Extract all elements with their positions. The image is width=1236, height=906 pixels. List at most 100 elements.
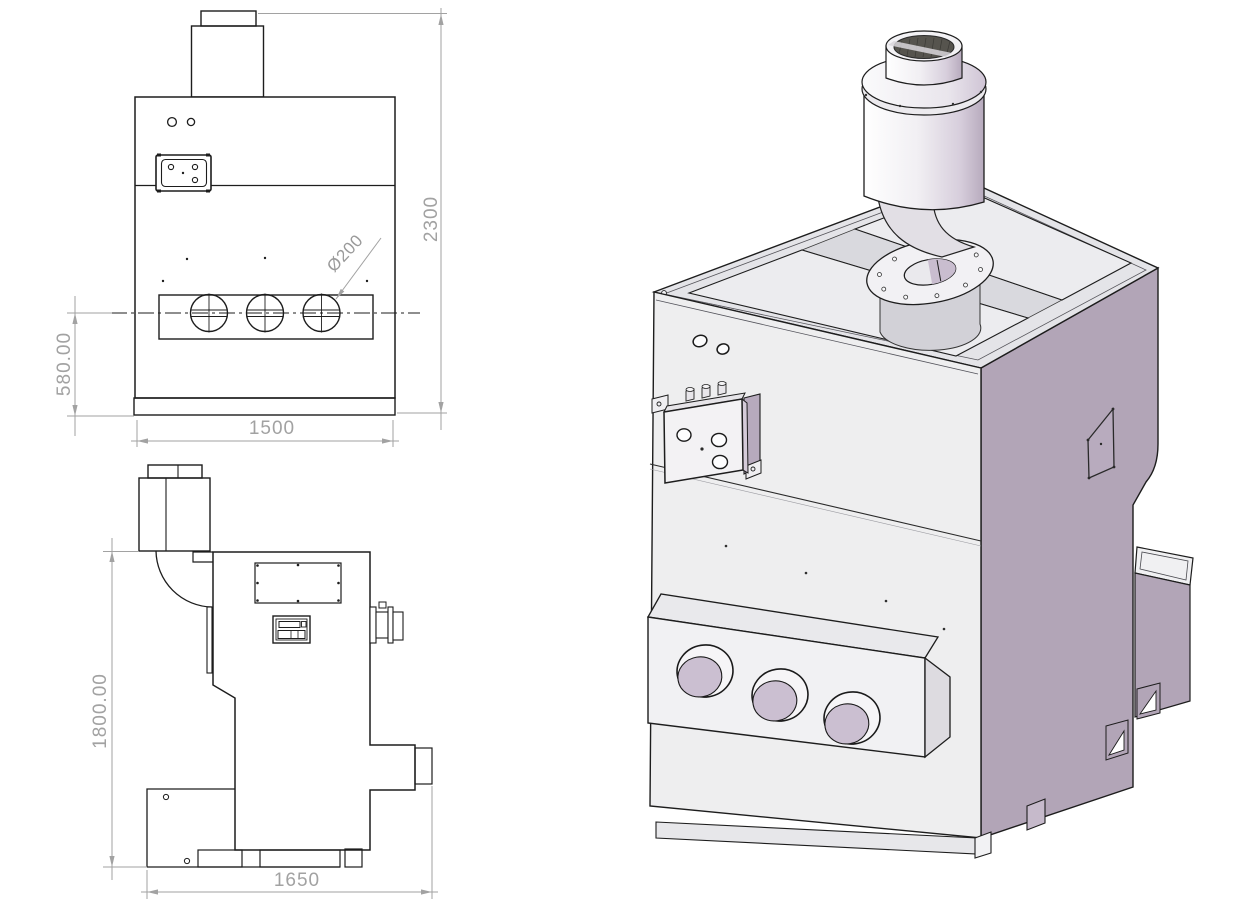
- connector-plate: [369, 606, 377, 644]
- dim-front-width-label: 1500: [249, 418, 295, 439]
- mesh-highlight: [888, 41, 952, 57]
- screw-dot: [1112, 465, 1116, 469]
- front-datum-dots: [161, 256, 369, 283]
- elbow-curve: [155, 550, 213, 608]
- dimension-side-depth: 1650: [141, 786, 438, 899]
- datum-dot: [942, 627, 946, 631]
- dim-arrow-down: [72, 405, 78, 416]
- screw-dot: [256, 599, 259, 602]
- panel-button: [191, 163, 199, 171]
- bolt-hole: [903, 294, 909, 300]
- gland-top: [701, 384, 711, 389]
- exhaust-elbow: [877, 197, 977, 258]
- dim-arrow-down: [438, 402, 444, 413]
- flange-tick: [898, 104, 902, 108]
- deck-edge-line: [655, 299, 979, 375]
- dim-arrow-right: [421, 889, 432, 895]
- datum-dot: [161, 279, 165, 283]
- side-exhaust-duct: [138, 477, 211, 552]
- connector-block: [375, 611, 389, 639]
- front-base-strip: [133, 397, 396, 416]
- dimension-front-axis-height: 580.00: [54, 296, 134, 436]
- datum-dot: [185, 257, 189, 261]
- screw-dot: [296, 599, 300, 603]
- port-bore: [824, 703, 870, 745]
- datum-dot: [263, 256, 267, 260]
- plate-hole: [162, 793, 170, 801]
- datum-dot: [884, 599, 888, 603]
- datum-dot: [804, 571, 808, 575]
- control-box-display: [278, 621, 301, 628]
- dust-bin: [1105, 546, 1194, 761]
- bolt-hole: [881, 286, 887, 292]
- hole-shade: [927, 258, 956, 285]
- panel-tab: [206, 153, 210, 157]
- front-exhaust-cap: [200, 10, 257, 27]
- bin-foot-notch: [1107, 729, 1125, 756]
- dim-arrow-right: [382, 438, 393, 444]
- ear-hole: [750, 466, 756, 472]
- dim-arrow-up: [72, 313, 78, 324]
- front-hole-left: [166, 116, 178, 128]
- screw-dot: [256, 581, 259, 585]
- screw-dot: [256, 564, 259, 567]
- dim-front-height-label: 2300: [421, 196, 442, 242]
- bolt-hole: [963, 282, 968, 288]
- dimension-side-height: 1800.00: [90, 538, 147, 880]
- dimension-front-width: 1500: [131, 418, 399, 447]
- screw-dot: [1099, 442, 1103, 446]
- deck-rim: [662, 183, 1147, 361]
- inlet-port: [823, 691, 881, 745]
- bolt-hole: [934, 293, 940, 299]
- mount-ear: [745, 459, 762, 480]
- control-box-key: [301, 621, 307, 628]
- panel-button: [191, 176, 199, 184]
- control-panel-inner: [160, 158, 208, 188]
- bin-foot-notch: [1138, 689, 1157, 715]
- dim-arrow-up: [438, 14, 444, 25]
- gland-top: [717, 381, 727, 386]
- side-rear-box-small: [414, 747, 433, 785]
- front-exhaust-duct: [190, 25, 265, 98]
- bolt-hole: [877, 272, 882, 277]
- screw-dot: [296, 563, 300, 567]
- ear-hole: [656, 401, 662, 407]
- machine-front-face: [649, 291, 982, 839]
- side-access-panel: [254, 562, 342, 604]
- bin-front-face: [1134, 572, 1191, 718]
- datum-dot: [365, 279, 369, 283]
- lifting-hole-right: [716, 343, 730, 355]
- control-panel-3d: [651, 381, 762, 484]
- dim-arrow-left: [147, 889, 158, 895]
- panel-dot: [700, 447, 704, 451]
- front-control-panel: [155, 153, 212, 193]
- dimension-front-height: 2300: [258, 8, 447, 430]
- dim-front-axis-label: 580.00: [54, 332, 75, 396]
- isometric-view: [646, 30, 1194, 859]
- front-hole-right: [186, 117, 196, 127]
- dim-arrow-down: [109, 856, 115, 867]
- side-connector: [369, 601, 404, 644]
- dim-arrow-up: [109, 551, 115, 562]
- duct-box-end: [924, 656, 951, 759]
- side-exhaust-cap: [147, 464, 203, 479]
- machine-foot: [344, 848, 363, 868]
- plate-hole: [183, 857, 191, 865]
- side-top-step: [192, 551, 213, 563]
- panel-dot: [181, 171, 185, 175]
- side-view: 1800.00 1650: [90, 464, 438, 899]
- machine-foot: [259, 849, 341, 868]
- top-flange: [866, 238, 994, 306]
- bolt-hole: [973, 252, 979, 258]
- dim-side-height-label: 1800.00: [90, 673, 111, 749]
- side-body-outline: [212, 551, 416, 851]
- base-and-feet: [655, 798, 1046, 859]
- lifting-hole-left: [692, 334, 708, 348]
- port-bore: [677, 656, 723, 698]
- screw-dot: [1111, 407, 1115, 411]
- screw-dot: [1087, 476, 1091, 480]
- machine-side-face: [980, 266, 1159, 839]
- connector-cap: [392, 611, 404, 641]
